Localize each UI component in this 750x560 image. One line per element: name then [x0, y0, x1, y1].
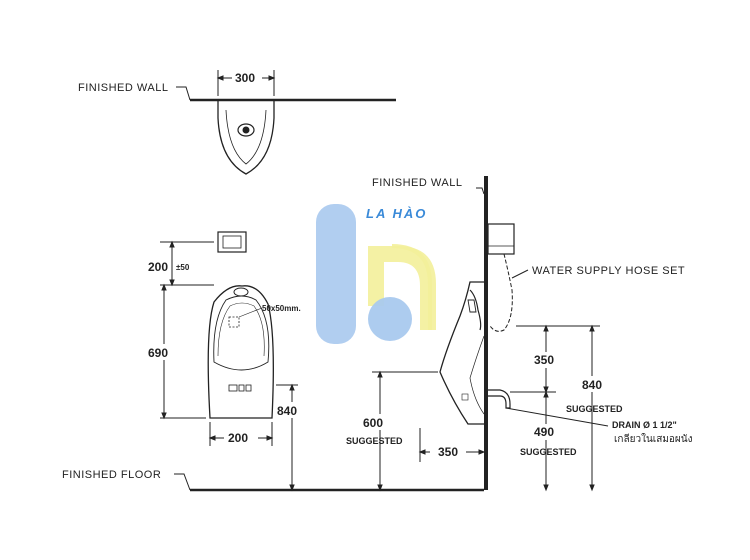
- watermark-yellow-arch: [368, 246, 436, 330]
- flush-box-label: 50x50mm.: [262, 304, 301, 313]
- dim-front-height: 840: [277, 404, 297, 418]
- watermark-text: LA HÀO: [366, 206, 427, 221]
- sensor-plate: [217, 231, 247, 253]
- side-view-body: [439, 281, 484, 425]
- watermark-blue-dot: [368, 297, 412, 341]
- side-wall: [484, 176, 488, 490]
- dim-side-490: 490: [534, 425, 554, 439]
- top-view-bowl: [217, 100, 275, 175]
- side-view: [372, 176, 609, 492]
- drain-pipe: [488, 389, 511, 409]
- dim-side-600: 600: [363, 416, 383, 430]
- dim-top-width: 300: [235, 71, 255, 85]
- drain-label: DRAIN Ø 1 1/2": [612, 420, 677, 430]
- valve-box: [487, 223, 515, 255]
- dim-base-width: 200: [228, 431, 248, 445]
- drain-thread-label: เกลียวในเสมอผนัง: [614, 433, 693, 445]
- finished-wall-side-label: FINISHED WALL: [372, 177, 462, 189]
- dim-sensor-height: 200: [148, 260, 168, 274]
- water-supply-label: WATER SUPPLY HOSE SET: [532, 265, 685, 277]
- finished-wall-top-label: FINISHED WALL: [78, 82, 168, 94]
- dim-side-350: 350: [534, 353, 554, 367]
- finished-floor-label: FINISHED FLOOR: [62, 469, 161, 481]
- dim-body-height: 690: [148, 346, 168, 360]
- watermark-blue-bar: [316, 204, 356, 344]
- top-view: [176, 70, 396, 175]
- front-view: [160, 231, 298, 492]
- suggested-840-label: SUGGESTED: [566, 404, 623, 414]
- suggested-600-label: SUGGESTED: [346, 436, 403, 446]
- suggested-490-label: SUGGESTED: [520, 447, 577, 457]
- dim-sensor-tolerance: ±50: [176, 263, 190, 272]
- front-view-body: [207, 285, 274, 419]
- dim-side-840: 840: [582, 378, 602, 392]
- watermark-logo: LA HÀO: [316, 204, 436, 344]
- dim-side-depth: 350: [438, 445, 458, 459]
